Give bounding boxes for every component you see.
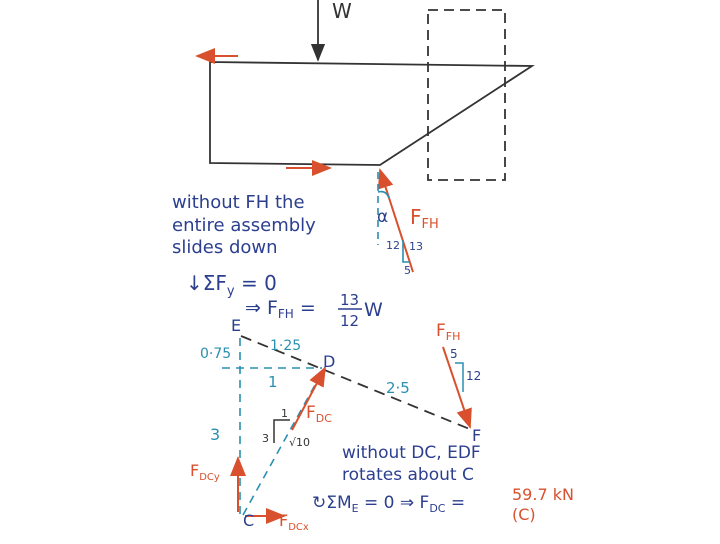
dimension-25: 2·5 <box>386 379 410 397</box>
point-f-label: F <box>472 426 481 445</box>
dc-slope-triangle <box>273 419 290 443</box>
dashed-support <box>427 9 506 181</box>
slope-base-label: 5 <box>404 264 411 277</box>
dimension-1: 1 <box>268 373 278 391</box>
note-line-3: slides down <box>172 237 278 258</box>
ffh-triangle-twelve: 12 <box>466 369 481 383</box>
point-e-label: E <box>231 316 241 335</box>
ffh-slope-triangle <box>455 362 464 392</box>
sum-fy-equation: ↓ΣFy = 0 <box>186 271 277 299</box>
fraction-numerator: 13 <box>340 291 359 309</box>
dc-triangle-root: √10 <box>289 436 310 449</box>
fdc-label: FDC <box>306 403 332 425</box>
ffh-equation: ⇒ FFH = <box>245 297 316 321</box>
bottom-note-line-2: rotates about C <box>342 465 474 485</box>
ffh-label-bottom: FFH <box>436 321 460 343</box>
fdcy-label: FDCy <box>190 461 220 483</box>
answer-compression: (C) <box>512 505 536 524</box>
alpha-arc <box>377 190 390 199</box>
slope-triangle <box>402 240 410 263</box>
slope-hypotenuse-label: 13 <box>409 240 423 253</box>
note-line-2: entire assembly <box>172 215 316 236</box>
ffh-label: FFH <box>410 205 439 232</box>
dimension-3: 3 <box>210 425 220 444</box>
ffh-triangle-five: 5 <box>450 347 458 361</box>
alpha-label: α <box>377 207 388 227</box>
member-edf <box>240 335 473 431</box>
note-line-1: without FH the <box>172 192 305 213</box>
point-c-label: C <box>243 511 254 530</box>
dc-triangle-one: 1 <box>281 407 288 420</box>
fdc-force-arrow <box>291 366 326 431</box>
point-d-label: D <box>323 352 335 371</box>
dc-triangle-three: 3 <box>262 432 269 445</box>
ffh-force-arrow-f <box>442 346 472 429</box>
moment-equation: ↻ΣME = 0 ⇒ FDC = <box>312 493 465 515</box>
answer-value: 59.7 kN <box>512 485 574 504</box>
ffh-force-arrow <box>377 168 414 273</box>
weight-label: W <box>332 0 352 23</box>
fraction-w: W <box>364 299 383 321</box>
fdcx-label: FDCx <box>279 511 309 533</box>
assembly-block <box>209 61 535 166</box>
slope-vertical-label: 12 <box>386 239 400 252</box>
dimension-075: 0·75 <box>200 346 231 362</box>
bottom-note-line-1: without DC, EDF <box>342 443 481 463</box>
dimension-125: 1·25 <box>270 338 301 354</box>
fraction-denominator: 12 <box>340 312 359 330</box>
